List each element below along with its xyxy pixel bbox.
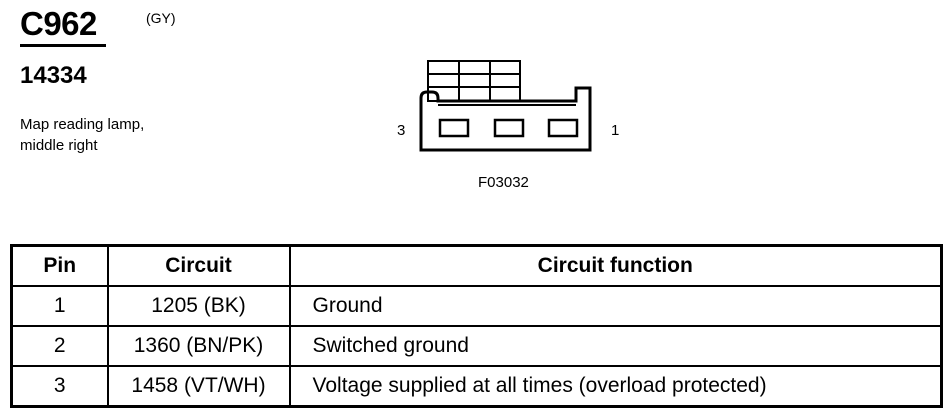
table-row: 3 1458 (VT/WH) Voltage supplied at all t… (10, 365, 943, 408)
latch-grid (427, 60, 521, 102)
location-line-2: middle right (20, 137, 98, 154)
table-row: 1 1205 (BK) Ground (10, 285, 943, 327)
circuit-cell: 1205 (BK) (106, 285, 291, 327)
header-circuit-function: Circuit function (288, 244, 943, 287)
function-cell: Ground (288, 285, 943, 327)
terminal-cavity-2 (493, 118, 525, 138)
pin-cell: 3 (10, 365, 109, 408)
header-pin: Pin (10, 244, 109, 287)
function-cell: Switched ground (288, 325, 943, 367)
pin-label-1: 1 (611, 122, 620, 139)
part-number: 14334 (20, 62, 87, 89)
pin-table: Pin Circuit Circuit function 1 1205 (BK)… (10, 244, 943, 408)
terminal-cavity-3 (438, 118, 470, 138)
table-header-row: Pin Circuit Circuit function (10, 244, 943, 287)
location-line-1: Map reading lamp, (20, 116, 145, 133)
function-cell: Voltage supplied at all times (overload … (288, 365, 943, 408)
circuit-cell: 1458 (VT/WH) (106, 365, 291, 408)
pin-cell: 1 (10, 285, 109, 327)
connector-location: Map reading lamp, middle right (20, 114, 220, 156)
header-circuit: Circuit (106, 244, 291, 287)
connector-body (419, 86, 592, 152)
color-code: (GY) (146, 10, 176, 26)
table-row: 2 1360 (BN/PK) Switched ground (10, 325, 943, 367)
pin-label-3: 3 (397, 122, 406, 139)
pin-cell: 2 (10, 325, 109, 367)
connector-face-diagram (419, 60, 592, 152)
figure-code: F03032 (478, 174, 529, 191)
connector-id-underline (20, 44, 106, 47)
circuit-cell: 1360 (BN/PK) (106, 325, 291, 367)
connector-id: C962 (20, 5, 97, 42)
terminal-cavity-1 (547, 118, 579, 138)
